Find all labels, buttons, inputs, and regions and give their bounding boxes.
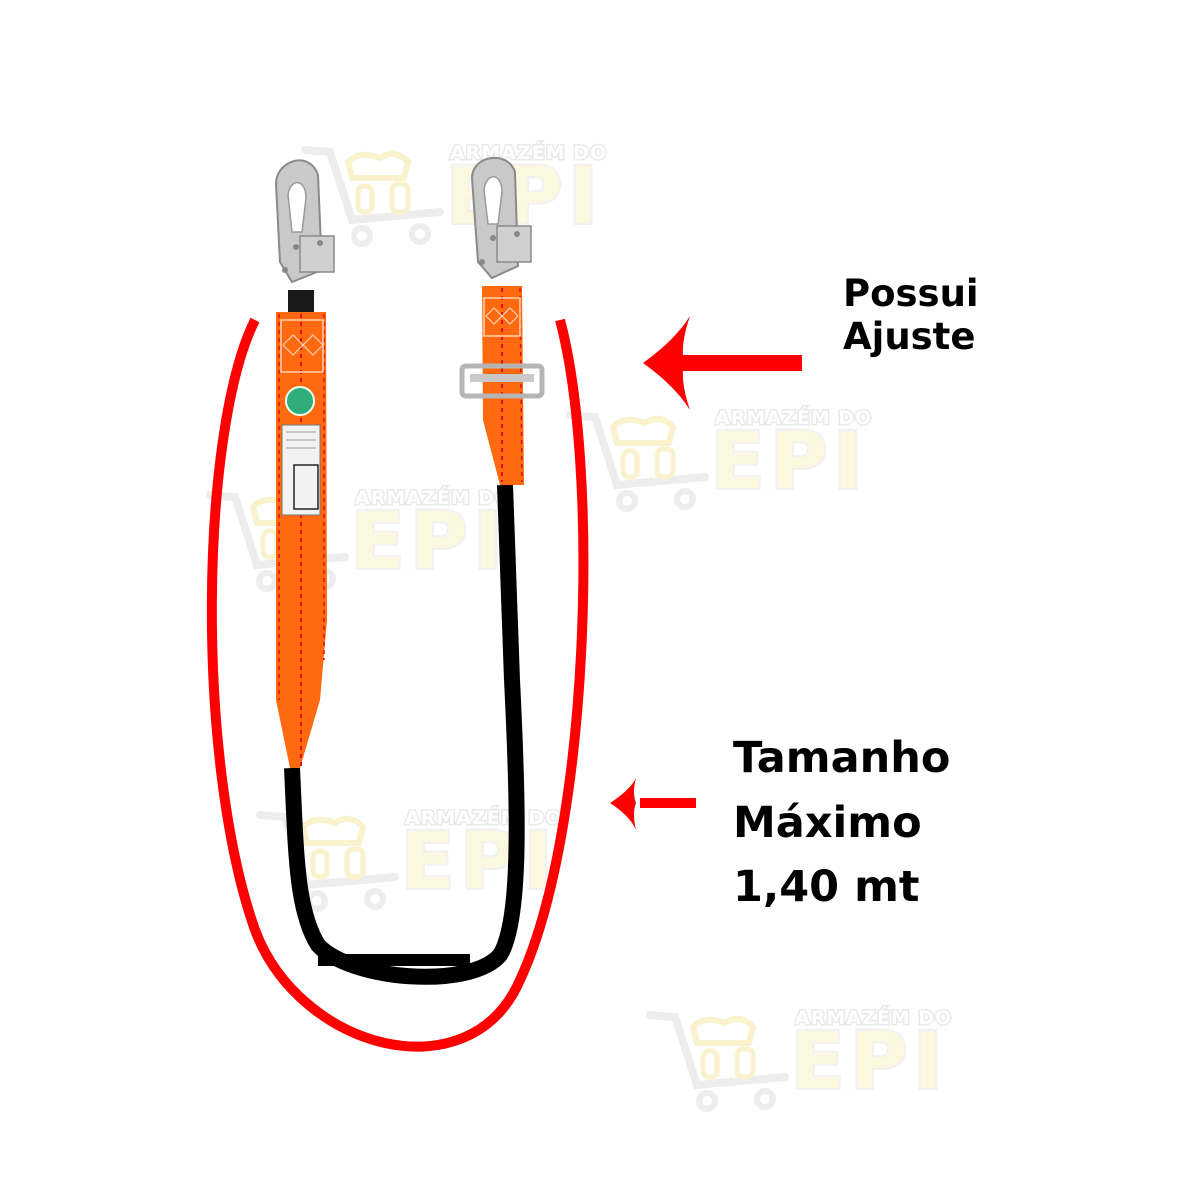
watermark-brand-top: ARMAZÉM DO (713, 406, 873, 431)
max-length-label-line3: 1,40 mt (733, 862, 920, 912)
watermark-logo: ARMAZÉM DO EPI (565, 405, 895, 515)
adjuster-buckle (459, 363, 545, 399)
watermark-brand-top: ARMAZÉM DO (353, 486, 513, 511)
watermark-logo: ARMAZÉM DO EPI (645, 1005, 975, 1115)
max-length-label-line2: Máximo (733, 797, 922, 848)
max-length-label: Tamanho Máximo 1,40 mt (733, 726, 950, 920)
arrow-max-length-icon (610, 778, 696, 830)
elastic-webbing (284, 484, 525, 985)
watermark-brand-main: EPI (444, 152, 604, 242)
watermark-brand-top: ARMAZÉM DO (448, 141, 608, 166)
watermark-logo: ARMAZÉM DO EPI (300, 140, 630, 250)
adjustable-label-line1: Possui (843, 272, 979, 315)
watermark-brand-main: EPI (709, 417, 869, 507)
watermark-brand-main: EPI (789, 1017, 949, 1107)
left-strap (276, 312, 327, 768)
watermark-brand-top: ARMAZÉM DO (793, 1006, 953, 1031)
adjustable-label-line2: Ajuste (843, 315, 976, 359)
max-length-label-line1: Tamanho (733, 733, 951, 783)
cart-icon (301, 146, 444, 247)
certification-seal-icon (285, 386, 315, 416)
watermark-brand-top: ARMAZÉM DO (403, 806, 563, 831)
highlight-ellipse (206, 317, 589, 1052)
snap-hook-right (470, 156, 532, 280)
watermark-brand-main: EPI (349, 497, 509, 587)
watermark-brand-main: EPI (399, 817, 559, 907)
snap-hook-left (274, 159, 335, 284)
cart-icon (566, 411, 709, 512)
arrow-adjust-icon (643, 316, 802, 410)
cart-icon (646, 1011, 789, 1112)
adjustable-label: Possui Ajuste (843, 272, 979, 359)
right-strap (459, 286, 545, 485)
